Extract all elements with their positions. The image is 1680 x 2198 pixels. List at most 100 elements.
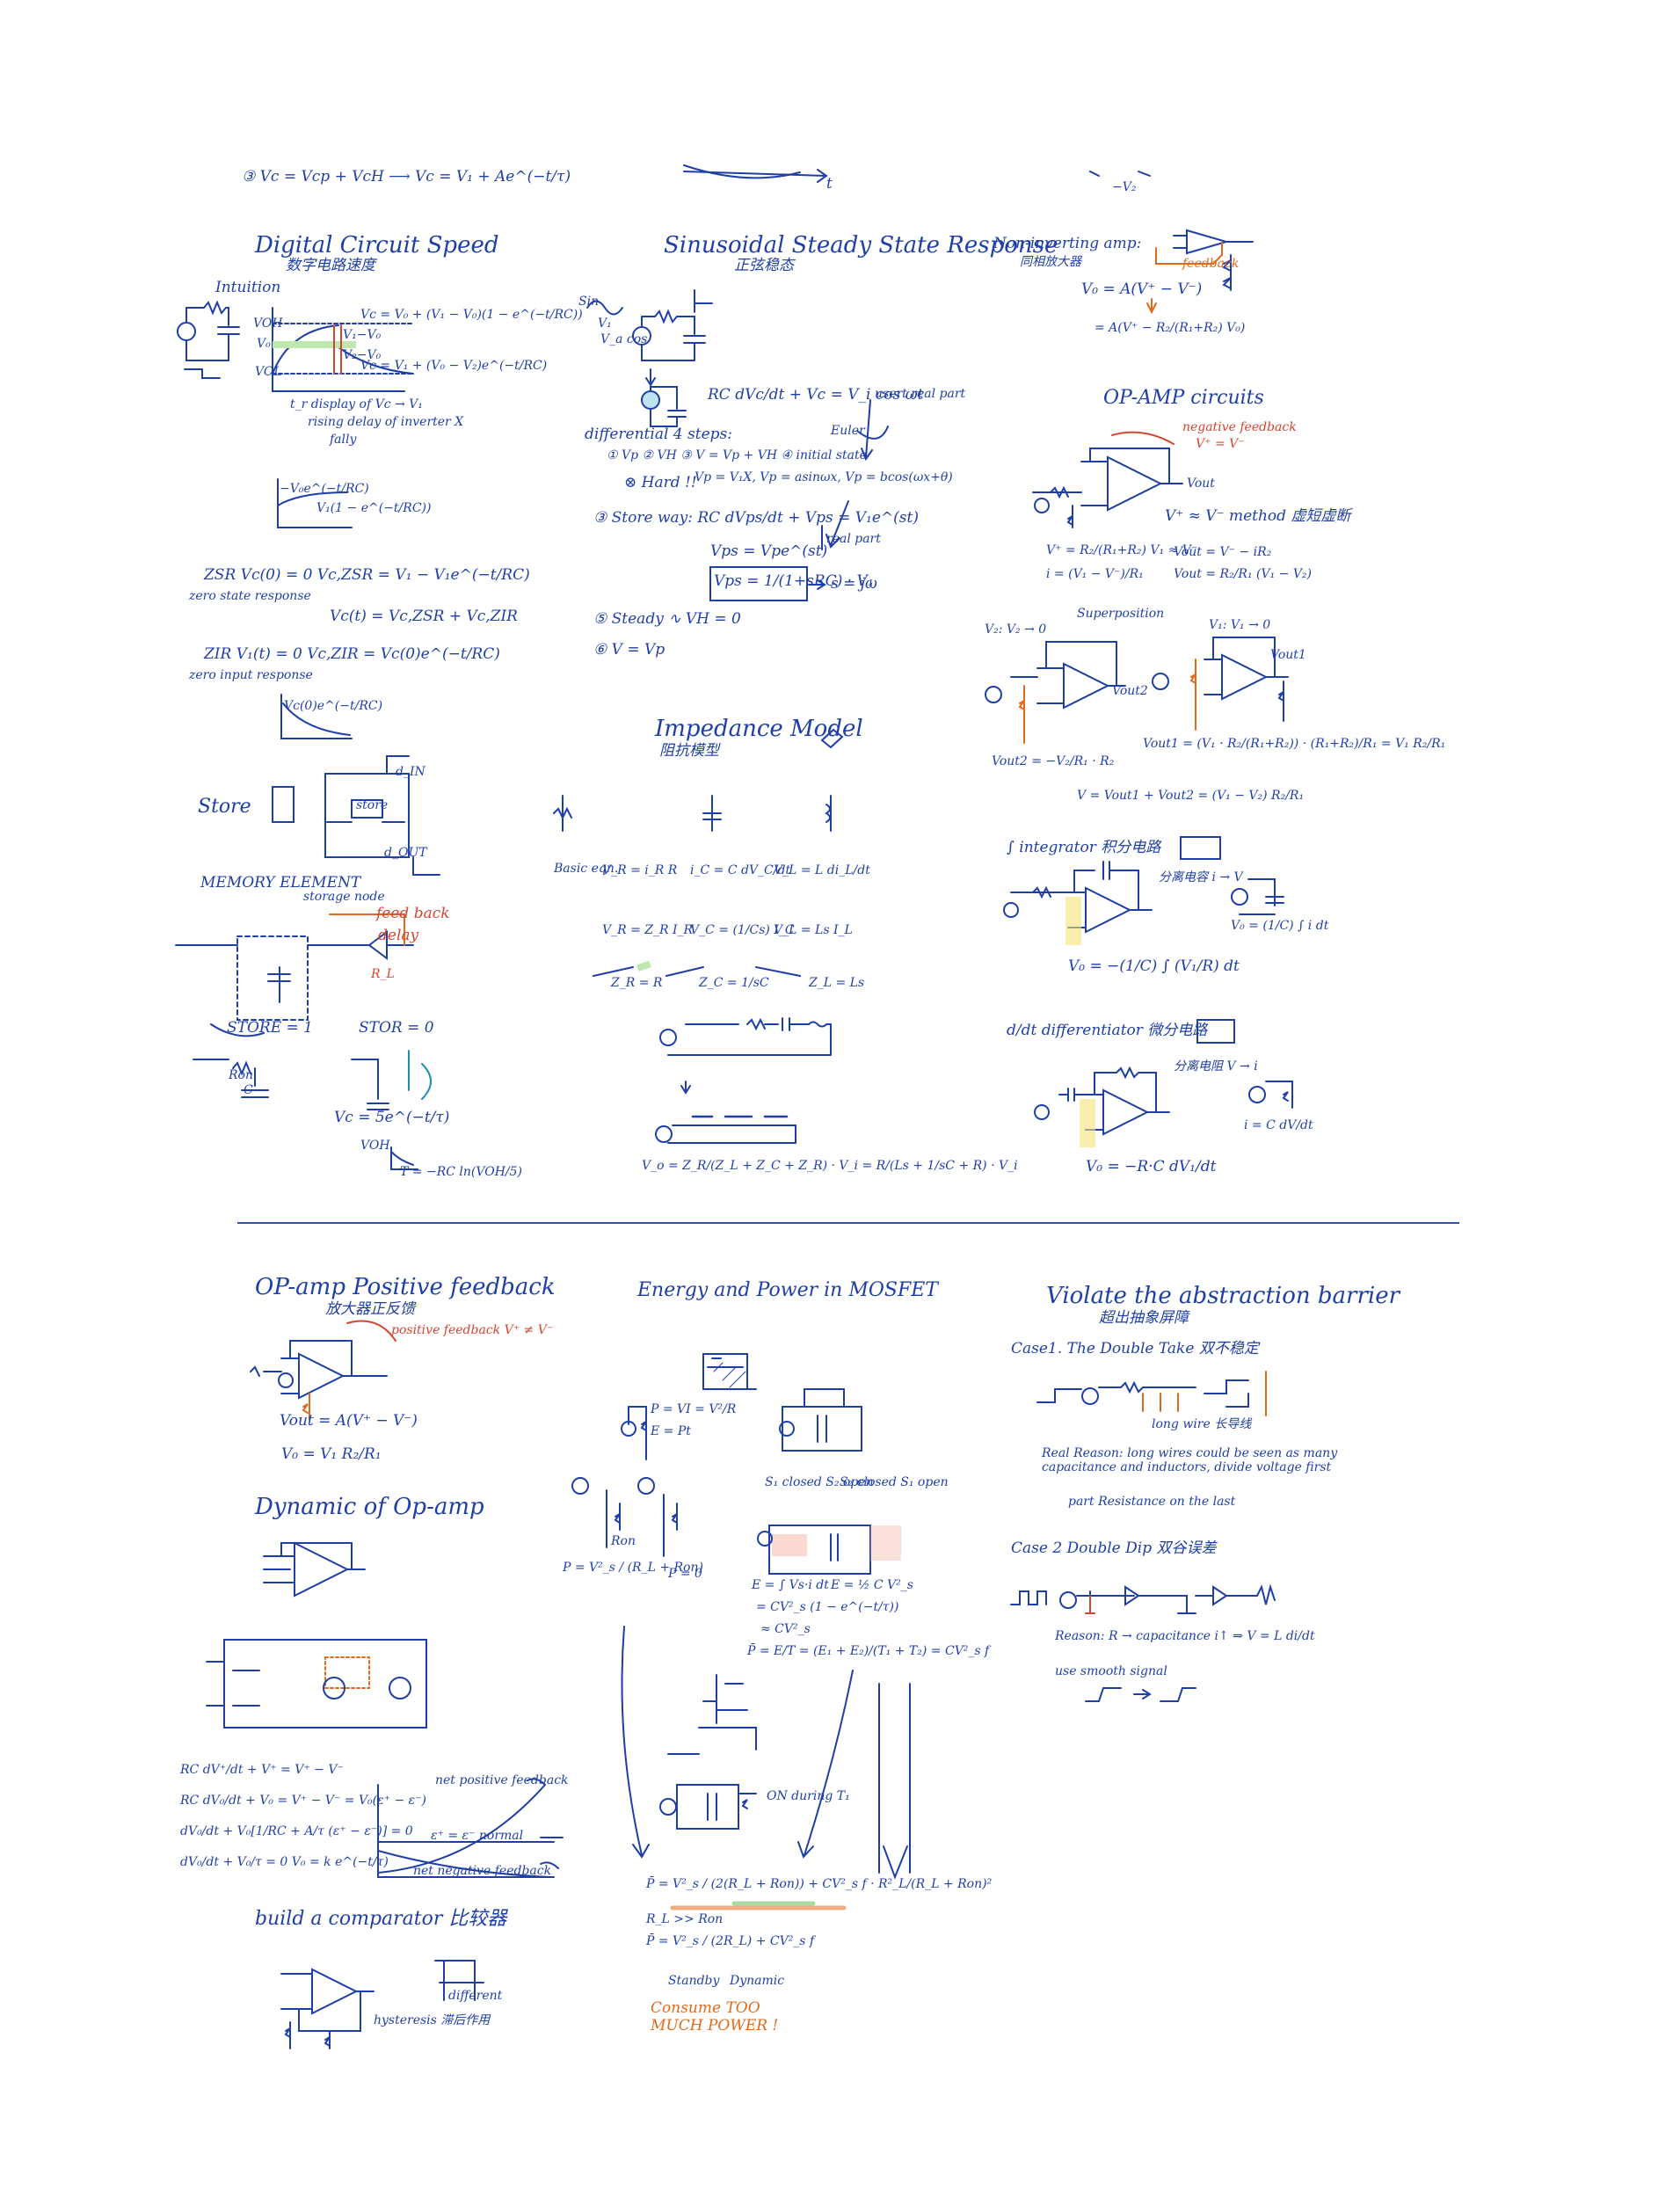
top-middle-axis-label: t — [826, 175, 833, 193]
opamp-circuits-title: OP-AMP circuits — [1103, 387, 1264, 409]
long-wire-label: long wire 长导线 — [1152, 1417, 1252, 1431]
zr-eq: Z_R = R — [611, 976, 663, 990]
feedback-label: feed back — [376, 905, 450, 922]
standby-label: Standby — [668, 1974, 720, 1988]
rl-label: R_L — [371, 967, 395, 981]
cvs-approx: ≈ CV²_s — [760, 1622, 811, 1636]
total-power-eq: P̄ = V²_s / (2(R_L + Ron)) + CV²_s f · R… — [646, 1877, 993, 1891]
voh-threshold-label: VOH — [360, 1139, 390, 1153]
dynamic-opamp-title: Dynamic of Op-amp — [255, 1494, 484, 1520]
sinusoidal-title: Sinusoidal Steady State Response — [664, 232, 1058, 258]
digital-speed-title-cn: 数字电路速度 — [286, 257, 375, 274]
noninv-eq: V₀ = A(V⁺ − V⁻) — [1081, 280, 1203, 298]
vc-impedance: V_C = (1/Cs) I_C — [690, 923, 795, 937]
intuition-label: Intuition — [215, 279, 281, 296]
td-note: t_r display of Vc → V₁ — [290, 397, 423, 411]
charge-equation: Vc = V₀ + (V₁ − V₀)(1 − e^(−t/RC)) — [360, 308, 583, 322]
dynamic-eq-1: RC dV⁺/dt + V⁺ = V⁺ − V⁻ — [180, 1763, 344, 1777]
exp-decay-label: −V₀e^(−t/RC) — [280, 482, 369, 496]
vp-final-step: ⑥ V = Vp — [593, 641, 665, 659]
s2-closed-label: S₂ closed S₁ open — [840, 1475, 949, 1489]
hysteresis-label: hysteresis 滞后作用 — [374, 2013, 491, 2027]
v1-zero-label: V₁: V₁ → 0 — [1209, 618, 1271, 632]
normal-label: ε⁺ = ε⁻ normal — [431, 1829, 524, 1843]
positive-feedback-note: positive feedback V⁺ ≠ V⁻ — [391, 1323, 554, 1337]
store-eq-one: STORE = 1 — [227, 1019, 313, 1037]
differentiator-title: d/dt differentiator 微分电路 — [1007, 1022, 1208, 1039]
digital-speed-title: Digital Circuit Speed — [255, 232, 499, 258]
energy-power-title: Energy and Power in MOSFET — [637, 1279, 938, 1301]
impedance-title-cn: 阻抗模型 — [659, 742, 719, 760]
store-box-label: store — [356, 798, 389, 812]
ron-mosfet-label: Ron — [611, 1534, 636, 1548]
superposition-label: Superposition — [1077, 607, 1165, 621]
vplus-equals-vminus: V⁺ = V⁻ — [1196, 437, 1245, 451]
feedback-tag: feedback — [1182, 257, 1240, 271]
vout2-label: Vout2 — [1112, 684, 1148, 698]
voltage-divider-eq: V_o = Z_R/(Z_L + Z_C + Z_R) · V_i = R/(L… — [642, 1159, 1018, 1173]
different-label: different — [448, 1989, 503, 2003]
zsr-subtitle: zero state response — [189, 589, 311, 603]
sinusoidal-title-cn: 正弦稳态 — [734, 257, 794, 274]
vacos-label: V_a cos — [600, 332, 648, 346]
vct-equation: Vc(t) = Vc,ZSR + Vc,ZIR — [330, 608, 518, 625]
vl-impedance: V_L = Ls I_L — [774, 923, 853, 937]
average-power-eq: P̄ = E/T = (E₁ + E₂)/(T₁ + T₂) = CV²_s f — [747, 1644, 990, 1658]
differentiator-equation: V₀ = −R·C dV₁/dt — [1086, 1158, 1217, 1175]
vr-eq: V_R = i_R R — [602, 863, 678, 877]
vps-assume: Vps = Vpe^(st) — [710, 542, 828, 560]
positive-vout-eq: Vout = A(V⁺ − V⁻) — [280, 1412, 418, 1430]
differentiator-note: 分离电阻 V → i — [1174, 1059, 1258, 1074]
v0-label: V₀ — [257, 337, 271, 351]
memory-element-title: MEMORY ELEMENT — [200, 874, 361, 892]
noninv-title: Non-inverting amp: — [993, 235, 1142, 252]
v2-zero-label: V₂: V₂ → 0 — [985, 622, 1047, 637]
positive-vo-eq: V₀ = V₁ R₂/R₁ — [281, 1445, 382, 1463]
capacitor-label: C — [244, 1083, 253, 1097]
euler-note: Euler — [831, 424, 865, 438]
zl-eq: Z_L = Ls — [809, 976, 865, 990]
vout1-equation: Vout1 = (V₁ · R₂/(R₁+R₂)) · (R₁+R₂)/R₁ =… — [1143, 737, 1446, 751]
dynamic-label: Dynamic — [730, 1974, 785, 1988]
vplus-equation: V⁺ = R₂/(R₁+R₂) V₁ ≈ V⁻ — [1046, 543, 1198, 557]
power-eq: P = VI = V²/R — [651, 1402, 737, 1416]
vr-impedance: V_R = Z_R I_R — [602, 923, 694, 937]
s1-closed-label: S₁ closed S₂ open — [765, 1475, 874, 1489]
store-way-eq: ③ Store way: RC dVps/dt + Vps = V₁e^(st) — [593, 509, 919, 527]
vps-result: Vps = 1/(1+sRC) · V₁ — [714, 572, 874, 590]
integrator-note: 分离电容 i → V — [1159, 870, 1243, 884]
vl-eq: V_L = L di_L/dt — [774, 863, 870, 877]
integrator-title: ∫ integrator 积分电路 — [1007, 839, 1161, 856]
step-list: ① Vp ② VH ③ V = Vp + VH ④ initial state — [607, 448, 867, 462]
vol-label: VOL — [255, 365, 282, 379]
storage-node-label: storage node — [303, 890, 385, 904]
v1-minus-v0-label: V₁−V₀ — [343, 328, 382, 342]
energy-half-eq: E = ½ C V²_s — [831, 1578, 913, 1592]
use-smooth-signal-note: use smooth signal — [1055, 1664, 1167, 1678]
impedance-title: Impedance Model — [655, 716, 863, 742]
differentiator-equation-2: i = C dV/dt — [1244, 1118, 1313, 1132]
integrator-equation-2: V₀ = (1/C) ∫ i dt — [1231, 919, 1329, 933]
off-power-eq: P = 0 — [668, 1567, 702, 1581]
hard-note: ⊗ Hard !! — [624, 474, 697, 491]
case2-label: Case 2 Double Dip 双谷误差 — [1011, 1539, 1217, 1557]
reason2-note: Reason: R → capacitance i↑ ⇒ V = L di/dt — [1055, 1629, 1315, 1643]
ron-label: Ron — [229, 1068, 253, 1082]
abstraction-barrier-title: Violate the abstraction barrier — [1046, 1283, 1400, 1309]
vc0-label: Vc(0)e^(−t/RC) — [284, 699, 383, 713]
case1-label: Case1. The Double Take 双不稳定 — [1011, 1340, 1259, 1357]
vout1-label: Vout1 — [1270, 648, 1306, 662]
simplified-power-eq: P̄ = V²_s / (2R_L) + CV²_s f — [646, 1934, 815, 1948]
steps-heading: differential 4 steps: — [585, 426, 732, 443]
on-power-eq: P = V²_s / (R_L + Ron) — [563, 1561, 703, 1575]
falling-note: fally — [330, 433, 357, 447]
comparator-title: build a comparator 比较器 — [255, 1908, 507, 1930]
zc-eq: Z_C = 1/sC — [699, 976, 769, 990]
v2-minus-v0-label: V₂−V₀ — [343, 348, 382, 362]
real-reason-note-2: part Resistance on the last — [1068, 1495, 1236, 1509]
din-label: d_IN — [396, 765, 425, 779]
top-left-formula: ③ Vc = Vcp + VcH ⟶ Vc = V₁ + Ae^(−t/τ) — [242, 168, 571, 186]
dynamic-eq-2: RC dV₀/dt + V₀ = V⁺ − V⁻ = V₀(ε⁺ − ε⁻) — [180, 1794, 427, 1808]
s-equals-jw: s = jω — [831, 575, 877, 593]
